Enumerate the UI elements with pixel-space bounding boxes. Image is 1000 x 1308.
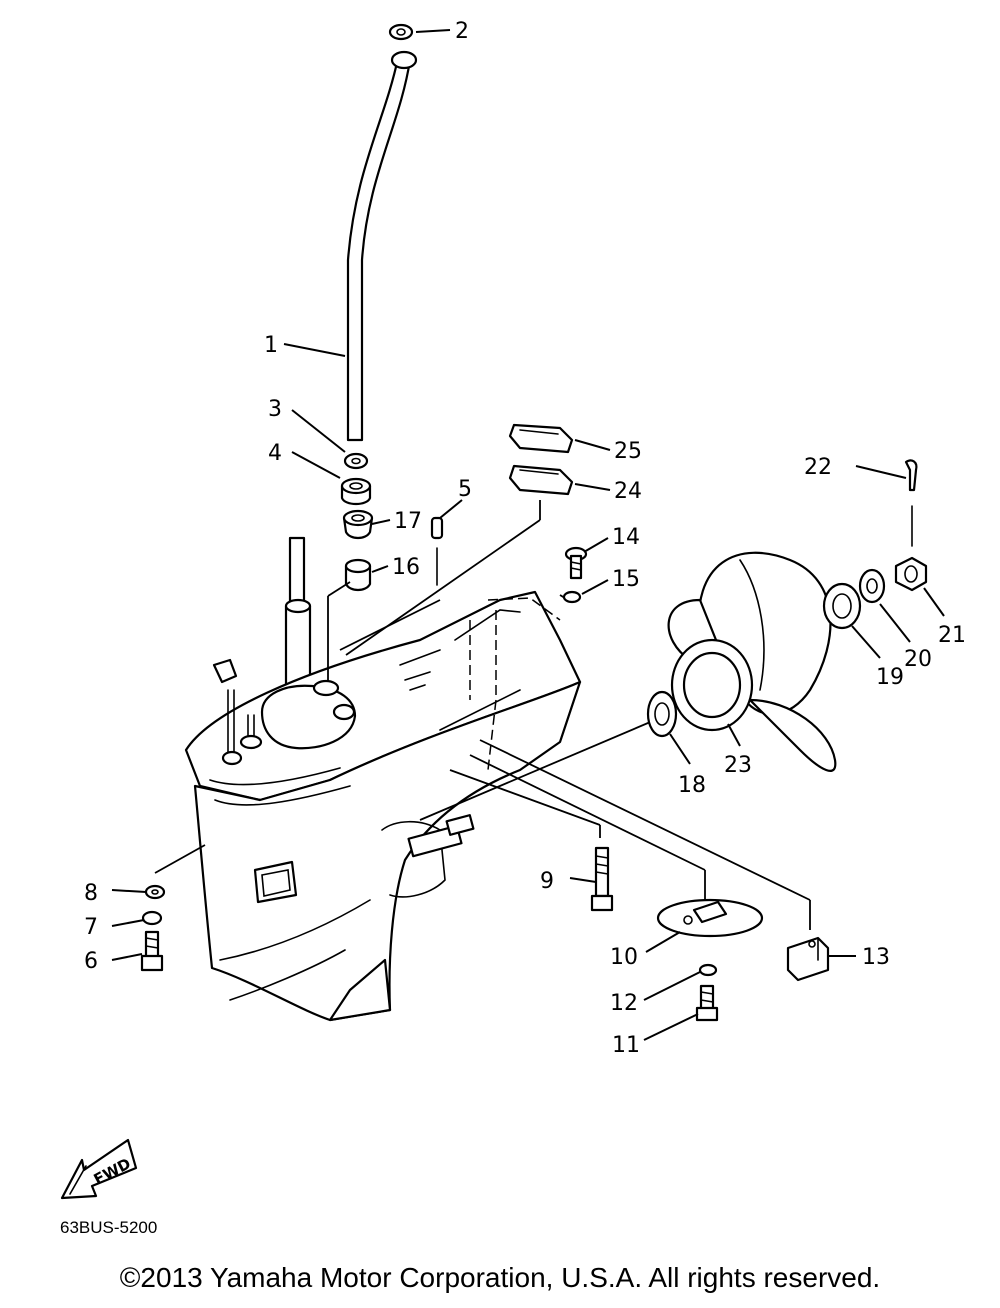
part-10-trim-tab [656, 898, 764, 938]
part-21-nut [894, 556, 928, 592]
callout-leaders [111, 29, 945, 1041]
callout-10: 10 [610, 945, 638, 970]
part-25-anode [508, 423, 574, 454]
callout-5: 5 [458, 477, 472, 502]
part-9-bolt [590, 846, 614, 912]
part-15-washer [562, 590, 582, 604]
part-2-grommet [388, 23, 418, 70]
part-17-seal [342, 509, 374, 540]
part-20-washer [858, 568, 886, 604]
callout-3: 3 [268, 397, 282, 422]
callout-11: 11 [612, 1033, 640, 1058]
callout-7: 7 [84, 915, 98, 940]
part-14-bolt [564, 546, 588, 580]
callout-24: 24 [614, 479, 642, 504]
part-8-washer [144, 884, 166, 900]
callout-13: 13 [862, 945, 890, 970]
part-6-bolt [140, 930, 164, 972]
callout-23: 23 [724, 753, 752, 778]
callout-16: 16 [392, 555, 420, 580]
part-13-anode [786, 936, 830, 982]
callout-25: 25 [614, 439, 642, 464]
part-23-propeller [667, 551, 837, 772]
part-1-rod [346, 56, 412, 442]
callout-20: 20 [904, 647, 932, 672]
callout-2: 2 [455, 19, 469, 44]
callout-9: 9 [540, 869, 554, 894]
fwd-arrow-icon: FWD [60, 1138, 138, 1200]
part-24-anode [508, 464, 574, 496]
part-18-thrust-washer [646, 690, 678, 738]
part-16-collar [344, 558, 372, 592]
callout-15: 15 [612, 567, 640, 592]
diagram-code: 63BUS-5200 [60, 1218, 158, 1237]
callout-12: 12 [610, 991, 638, 1016]
callout-17: 17 [394, 509, 422, 534]
callout-6: 6 [84, 949, 98, 974]
callout-14: 14 [612, 525, 640, 550]
part-5-dowel-pin [430, 516, 444, 586]
part-7-washer [141, 910, 163, 926]
callout-18: 18 [678, 773, 706, 798]
callout-numbers: 2 1 3 4 5 17 16 25 24 14 15 22 21 20 19 … [84, 19, 966, 1058]
part-11-bolt [695, 984, 719, 1022]
part-4-bushing [340, 477, 372, 506]
assembly-lines [154, 500, 811, 930]
callout-4: 4 [268, 441, 282, 466]
callout-22: 22 [804, 455, 832, 480]
part-22-cotter-pin [904, 459, 918, 547]
callout-1: 1 [264, 333, 278, 358]
lower-unit-housing [184, 536, 582, 1022]
callout-8: 8 [84, 881, 98, 906]
part-12-washer [698, 963, 718, 977]
part-19-spacer [822, 582, 862, 630]
callout-19: 19 [876, 665, 904, 690]
copyright-notice: ©2013 Yamaha Motor Corporation, U.S.A. A… [119, 1262, 881, 1293]
part-3-washer [343, 452, 369, 470]
callout-21: 21 [938, 623, 966, 648]
